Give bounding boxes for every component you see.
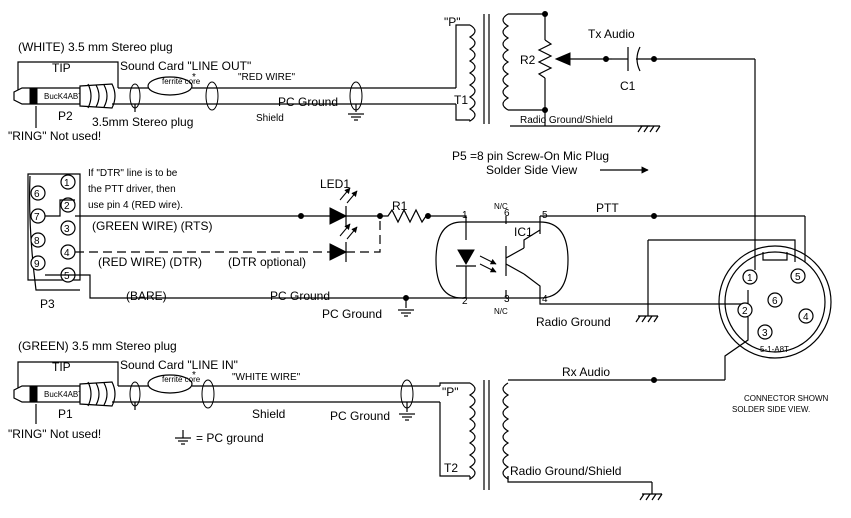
top-ring-label: "RING" Not used! bbox=[8, 129, 101, 143]
db9-pin-9: 9 bbox=[34, 259, 40, 270]
ferrite-label-bottom: ferrite core bbox=[162, 375, 201, 384]
bottom-sound-card-label: Sound Card "LINE IN" bbox=[120, 358, 238, 372]
middle-section: P5 =8 pin Screw-On Mic Plug Solder Side … bbox=[27, 149, 832, 414]
p2-label: P2 bbox=[58, 109, 73, 123]
bottom-pc-ground-label: PC Ground bbox=[330, 409, 390, 423]
p1-label: P1 bbox=[58, 407, 73, 421]
mic-pin-2: 2 bbox=[742, 306, 748, 317]
ferrite-core-top bbox=[147, 76, 193, 96]
bottom-section: (GREEN) 3.5 mm Stereo plug TIP Sound Car… bbox=[8, 317, 749, 501]
top-sound-card-label: Sound Card "LINE OUT" bbox=[120, 59, 251, 73]
led1: LED1 bbox=[320, 177, 358, 226]
transformer-t1: "P" T1 bbox=[444, 13, 510, 124]
bottom-tip-label: TIP bbox=[52, 360, 71, 374]
bare-label: (BARE) bbox=[126, 289, 167, 303]
mic-pin-4: 4 bbox=[803, 312, 809, 323]
t2-p-label: "P" bbox=[442, 385, 459, 399]
top-red-wire-label: "RED WIRE" bbox=[238, 72, 296, 83]
mic-brand: 5-1-A8T bbox=[760, 345, 789, 354]
t2-label: T2 bbox=[444, 461, 458, 475]
db9-pin-6: 6 bbox=[34, 189, 40, 200]
pc-ground-mid-2: PC Ground bbox=[322, 307, 382, 321]
mic-pin-5: 5 bbox=[795, 272, 801, 283]
top-pc-ground-label: PC Ground bbox=[278, 95, 338, 109]
r2-label: R2 bbox=[520, 53, 536, 67]
ic1-pin-2: 2 bbox=[462, 296, 468, 307]
radio-ground-mid: Radio Ground bbox=[536, 315, 611, 329]
db9-pin-5: 5 bbox=[64, 271, 70, 282]
p2-brand: BucK4ABT bbox=[44, 92, 83, 101]
green-wire-label: (GREEN WIRE) (RTS) bbox=[92, 219, 212, 233]
db9-pin-1: 1 bbox=[64, 178, 70, 189]
db9-pin-8: 8 bbox=[34, 236, 40, 247]
r1-label: R1 bbox=[392, 199, 408, 213]
top-stereo-plug-label: 3.5mm Stereo plug bbox=[92, 115, 193, 129]
db9-pin-4: 4 bbox=[64, 248, 70, 259]
top-plug-title: (WHITE) 3.5 mm Stereo plug bbox=[18, 40, 173, 54]
t1-label: T1 bbox=[454, 93, 468, 107]
bottom-shield-label: Shield bbox=[252, 407, 285, 421]
stereo-plug-p1: BucK4ABT P1 bbox=[13, 361, 119, 424]
top-shield-label: Shield bbox=[256, 113, 284, 124]
c1-label: C1 bbox=[620, 79, 636, 93]
p5-subtitle: Solder Side View bbox=[486, 163, 578, 177]
dtr-note-3: use pin 4 (RED wire). bbox=[88, 200, 183, 211]
connector-note-2: SOLDER SIDE VIEW. bbox=[732, 405, 810, 414]
top-tip-label: TIP bbox=[52, 61, 71, 75]
bottom-ring-label: "RING" Not used! bbox=[8, 427, 101, 441]
db9-label: P3 bbox=[40, 297, 55, 311]
rx-audio-label: Rx Audio bbox=[562, 365, 610, 379]
ferrite-asterisk-top: * bbox=[192, 72, 196, 83]
ptt-label: PTT bbox=[596, 201, 619, 215]
p5-title: P5 =8 pin Screw-On Mic Plug bbox=[452, 149, 609, 163]
led1-label: LED1 bbox=[320, 177, 350, 191]
stereo-plug-p2: BucK4ABT P2 bbox=[13, 61, 119, 128]
ic1-pin-3: 3 bbox=[504, 294, 510, 305]
bottom-plug-title: (GREEN) 3.5 mm Stereo plug bbox=[18, 339, 177, 353]
ic1-pin-6: 6 bbox=[504, 208, 510, 219]
ic1-nc-bottom: N/C bbox=[494, 307, 508, 316]
mic-pin-3: 3 bbox=[762, 328, 768, 339]
white-wire-label: "WHITE WIRE" bbox=[232, 372, 301, 383]
mic-pin-1: 1 bbox=[747, 273, 753, 284]
db9-pin-3: 3 bbox=[64, 224, 70, 235]
ic1-pin-4: 4 bbox=[542, 294, 548, 305]
top-radio-ground-label: Radio Ground/Shield bbox=[520, 115, 613, 126]
db9-connector-p3: 6 1 7 2 3 8 4 9 5 P3 bbox=[27, 173, 81, 311]
top-section: (WHITE) 3.5 mm Stereo plug TIP Sound Car… bbox=[8, 11, 756, 270]
transformer-t2: "P" T2 bbox=[442, 380, 510, 490]
t1-p-label: "P" bbox=[444, 15, 461, 29]
dtr-note-1: If "DTR" line is to be bbox=[88, 168, 178, 179]
mic-pin-6: 6 bbox=[772, 296, 778, 307]
connector-note-1: CONNECTOR SHOWN bbox=[744, 394, 829, 403]
ferrite-core-bottom bbox=[147, 374, 193, 394]
dtr-note-2: the PTT driver, then bbox=[88, 184, 176, 195]
pc-ground-mid-1: PC Ground bbox=[270, 289, 330, 303]
ferrite-asterisk-bottom: * bbox=[192, 370, 196, 381]
optocoupler-ic1: IC1 1 2 6 3 5 4 N/C N/C bbox=[435, 202, 569, 316]
db9-pin-7: 7 bbox=[34, 212, 40, 223]
mic-plug-p5: 1 5 2 6 4 3 5-1-A8T bbox=[718, 245, 832, 359]
ic1-nc-top: N/C bbox=[494, 202, 508, 211]
tx-audio-label: Tx Audio bbox=[588, 27, 635, 41]
dtr-optional-label: (DTR optional) bbox=[228, 255, 306, 269]
ic1-label: IC1 bbox=[514, 225, 533, 239]
bottom-radio-ground-label: Radio Ground/Shield bbox=[510, 464, 621, 478]
red-dtr-label: (RED WIRE) (DTR) bbox=[98, 255, 202, 269]
p1-brand: BucK4ABT bbox=[44, 390, 83, 399]
pc-ground-legend: = PC ground bbox=[196, 431, 264, 445]
db9-pin-2: 2 bbox=[64, 201, 70, 212]
ferrite-label-top: ferrite core bbox=[162, 77, 201, 86]
ic1-pin-1: 1 bbox=[462, 210, 468, 221]
